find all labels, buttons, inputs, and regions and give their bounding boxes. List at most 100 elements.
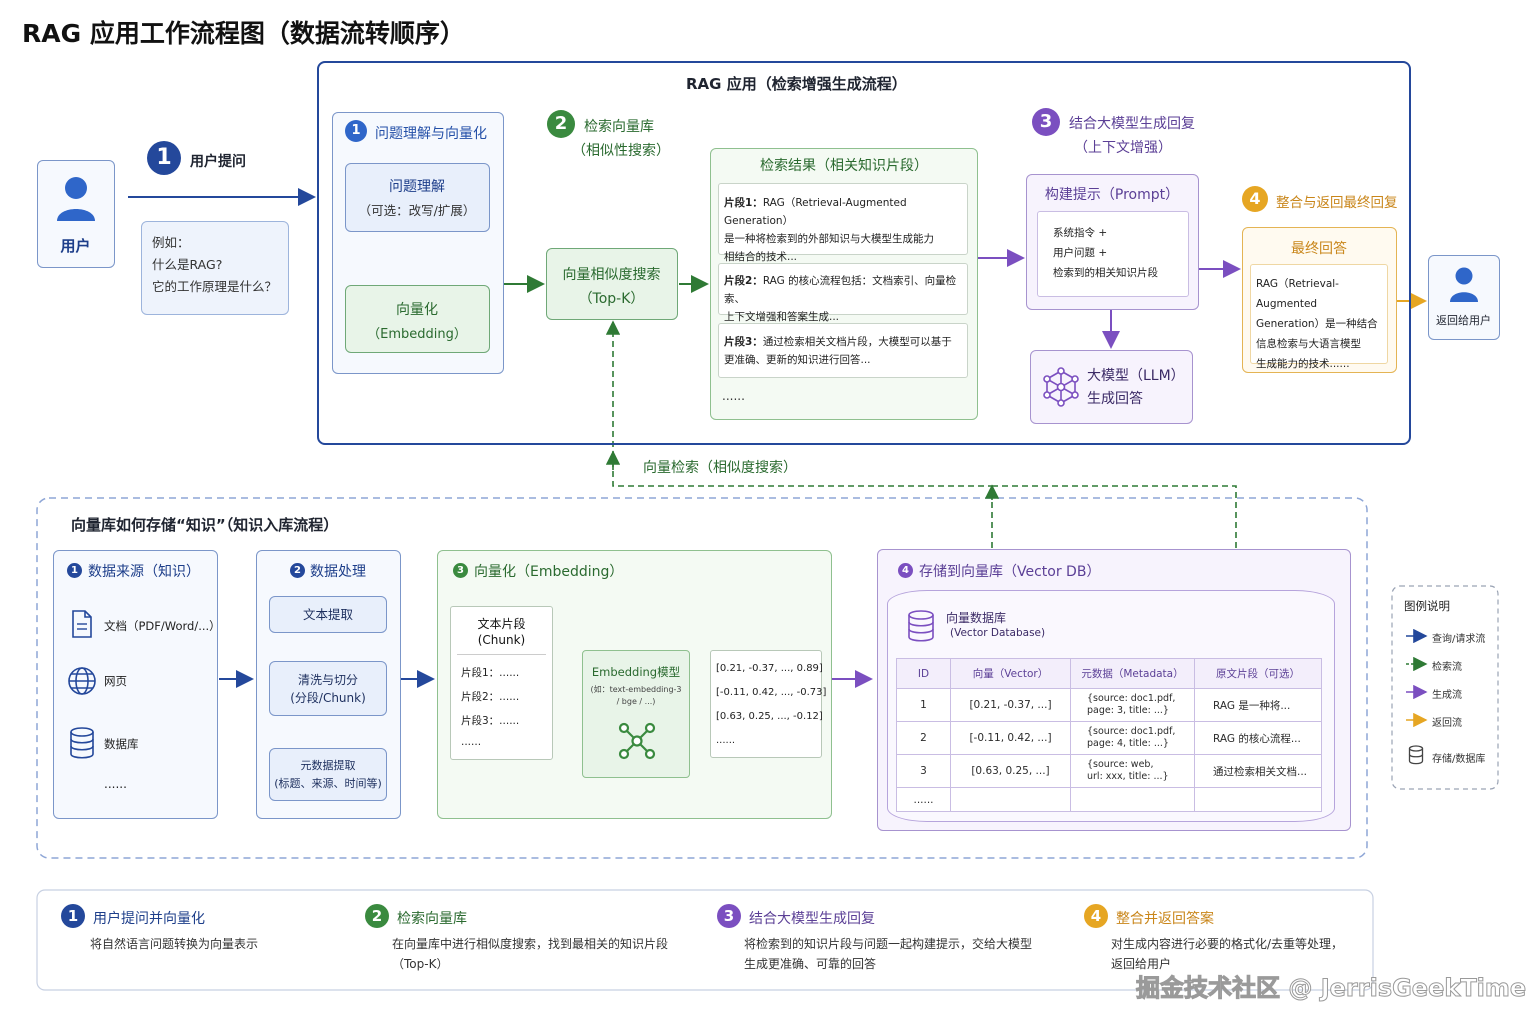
globe-icon: [68, 667, 96, 695]
generate-title: 结合大模型生成回复: [1069, 116, 1195, 132]
legend: 图例说明 查询/请求流 检索流 生成流 返回流 存储/数据库: [1392, 586, 1498, 789]
return-user-node: 返回给用户: [1428, 255, 1500, 340]
user-node: 用户: [37, 160, 115, 268]
example-question: 例如： 什么是RAG? 它的工作原理是什么？: [141, 221, 289, 315]
vector-table: ID 向量（Vector） 元数据（Metadata） 原文片段（可选） 1 […: [896, 658, 1322, 812]
final-title: 整合与返回最终回复: [1276, 195, 1398, 211]
table-row: 1 [0.21, -0.37, ...] {source: doc1.pdf, …: [896, 688, 1322, 722]
vector-more: ......: [716, 735, 736, 746]
cell-metadata: {source: doc1.pdf, page: 3, title: ...}: [1070, 688, 1195, 722]
chunk-title: 文本片段 (Chunk): [477, 617, 526, 647]
source-webpage: 网页: [104, 674, 127, 688]
query-embedding-box: 向量化 （Embedding）: [345, 285, 490, 353]
result-chunk-1: 片段1：RAG（Retrieval-Augmented Generation） …: [718, 183, 968, 263]
sources-panel: [53, 550, 218, 819]
vector-3: [0.63, 0.25, ..., -0.12]: [716, 711, 823, 722]
cell-more: ......: [896, 787, 951, 812]
search-title: 检索向量库: [584, 119, 654, 135]
legend-return: 返回流: [1432, 718, 1462, 729]
store-title: 向量库如何存储“知识”（知识入库流程）: [71, 516, 339, 534]
chunk-1: 片段1：......: [461, 667, 520, 679]
similarity-search-sub: （Top-K）: [578, 291, 645, 307]
final-badge: 4: [1242, 186, 1268, 212]
prompt-panel: 构建提示（Prompt） 系统指令 + 用户问题 + 检索到的相关知识片段: [1026, 174, 1199, 310]
summary-3-text: 将检索到的知识片段与问题一起构建提示，交给大模型 生成更准确、可靠的回答: [744, 937, 1033, 971]
table-row: 2 [-0.11, 0.42, ...] {source: doc1.pdf, …: [896, 721, 1322, 755]
result-chunk-2-label: 片段2：: [724, 275, 763, 287]
generate-sub: （上下文增强）: [1074, 140, 1172, 156]
understand-badge: 1: [345, 120, 367, 142]
cell-source-text: RAG 的核心流程...: [1194, 721, 1322, 755]
user-label: 用户: [60, 237, 91, 255]
database-icon: [1408, 745, 1424, 765]
result-chunk-1-text: RAG（Retrieval-Augmented Generation） 是一种将…: [724, 197, 934, 263]
cell-source-text: 通过检索相关文档...: [1194, 754, 1322, 788]
legend-query: 查询/请求流: [1432, 634, 1486, 645]
llm-network-icon: [1043, 367, 1079, 407]
summary-4-text: 对生成内容进行必要的格式化/去重等处理， 返回给用户: [1111, 937, 1344, 971]
summary-4-badge: 4: [1084, 904, 1108, 928]
result-chunk-3-text: 通过检索相关文档片段，大模型可以基于 更准确、更新的知识进行回答...: [724, 336, 952, 366]
document-icon: [72, 610, 92, 638]
store-frame: [36, 497, 1368, 859]
watermark: 掘金技术社区 @ JerrisGeekTime: [1135, 974, 1527, 1003]
llm-label: 大模型（LLM） 生成回答: [1087, 368, 1185, 407]
legend-title: 图例说明: [1404, 599, 1450, 613]
table-header-row: ID 向量（Vector） 元数据（Metadata） 原文片段（可选）: [896, 658, 1322, 689]
step1-label: 用户提问: [190, 154, 246, 170]
chunk-card: 文本片段 (Chunk) 片段1：...... 片段2：...... 片段3：.…: [450, 606, 553, 760]
metadata-extraction-step: 元数据提取 (标题、来源、时间等): [269, 748, 387, 801]
database-icon: [908, 610, 934, 642]
final-answer-text: RAG（Retrieval-Augmented Generation）是一种结合…: [1250, 264, 1388, 370]
return-user-label: 返回给用户: [1436, 314, 1491, 327]
embedding-model-sub: (如：text-embedding-3 / bge / ...): [590, 685, 682, 706]
sources-title: 数据来源（知识）: [88, 564, 200, 580]
vector-card: [0.21, -0.37, ..., 0.89] [-0.11, 0.42, .…: [710, 650, 826, 758]
result-chunk-2: 片段2：RAG 的核心流程包括：文档索引、向量检索、 上下文增强和答案生成...: [718, 263, 968, 323]
vector-1: [0.21, -0.37, ..., 0.89]: [716, 663, 823, 674]
question-understanding-box: 问题理解 （可选：改写/扩展）: [345, 163, 490, 232]
model-network-icon: [618, 722, 656, 760]
query-embedding-title: 向量化: [396, 302, 438, 318]
summary-2-text: 在向量库中进行相似度搜索，找到最相关的知识片段 （Top-K）: [392, 937, 669, 971]
cell-metadata: {source: web, url: xxx, title: ...}: [1070, 754, 1195, 788]
llm-box: 大模型（LLM） 生成回答: [1030, 350, 1193, 424]
header-vector: 向量（Vector）: [950, 658, 1071, 689]
chunk-2: 片段2：......: [461, 691, 520, 703]
header-source-text: 原文片段（可选）: [1194, 658, 1322, 689]
question-understanding-title: 问题理解: [389, 179, 445, 195]
query-embedding-sub: （Embedding）: [367, 327, 467, 342]
step1-badge: 1: [147, 141, 181, 175]
summary-3-badge: 3: [717, 904, 741, 928]
similarity-search-title: 向量相似度搜索: [562, 267, 661, 283]
final-answer-panel: 最终回答 RAG（Retrieval-Augmented Generation）…: [1242, 227, 1397, 373]
legend-storage: 存储/数据库: [1432, 754, 1486, 765]
sources-badge: 1: [67, 563, 82, 578]
question-understanding-sub: （可选：改写/扩展）: [358, 203, 476, 218]
embedding-model-box: Embedding模型 (如：text-embedding-3 / bge / …: [582, 650, 690, 778]
retrieval-results-title: 检索结果（相关知识片段）: [760, 158, 928, 174]
result-chunk-3: 片段3：通过检索相关文档片段，大模型可以基于 更准确、更新的知识进行回答...: [718, 323, 968, 378]
cell-vector: [-0.11, 0.42, ...]: [950, 721, 1071, 755]
cell-id: 1: [896, 688, 951, 722]
chunk-more: ......: [461, 736, 482, 748]
vectordb-title: 存储到向量库（Vector DB）: [919, 564, 1101, 580]
legend-generation: 生成流: [1432, 690, 1462, 701]
summary-2-badge: 2: [365, 904, 389, 928]
embedding-title: 向量化（Embedding）: [474, 564, 624, 580]
processing-badge: 2: [290, 563, 305, 578]
summary-4-title: 整合并返回答案: [1116, 911, 1214, 927]
legend-retrieval: 检索流: [1432, 662, 1462, 673]
cell-id: 2: [896, 721, 951, 755]
generate-badge: 3: [1032, 108, 1060, 136]
rag-app-title: RAG 应用（检索增强生成流程）: [686, 75, 907, 93]
vector-search-label: 向量检索（相似度搜索）: [643, 460, 797, 476]
vectordb-db-title: 向量数据库: [946, 611, 1007, 625]
user-icon: [1450, 267, 1478, 302]
understand-title: 问题理解与向量化: [375, 126, 487, 142]
processing-title: 数据处理: [310, 564, 366, 580]
result-chunk-1-label: 片段1：: [724, 197, 763, 209]
database-icon: [70, 727, 94, 759]
similarity-search-box: 向量相似度搜索 （Top-K）: [546, 248, 678, 320]
summary-2-title: 检索向量库: [397, 911, 467, 927]
